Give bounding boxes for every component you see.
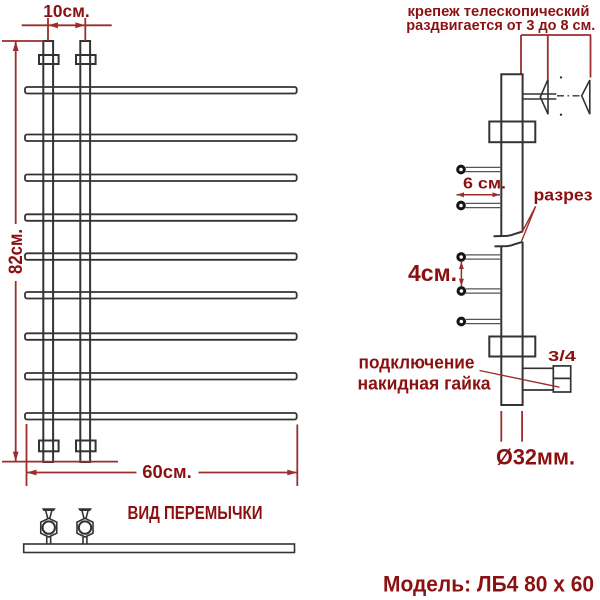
svg-text:подключение: подключение — [359, 353, 475, 373]
svg-text:крепеж телескопический: крепеж телескопический — [408, 4, 590, 20]
svg-text:10см.: 10см. — [43, 1, 90, 21]
svg-text:Модель: ЛБ4 80 х 60: Модель: ЛБ4 80 х 60 — [383, 572, 594, 597]
svg-text:4см.: 4см. — [408, 260, 457, 286]
svg-text:6 см.: 6 см. — [463, 176, 506, 193]
svg-text:60см.: 60см. — [142, 462, 192, 482]
svg-text:накидная гайка: накидная гайка — [358, 374, 492, 394]
svg-text:3/4: 3/4 — [548, 349, 576, 365]
svg-text:ВИД ПЕРЕМЫЧКИ: ВИД ПЕРЕМЫЧКИ — [128, 503, 263, 523]
svg-text:раздвигается от 3 до 8 см.: раздвигается от 3 до 8 см. — [406, 18, 595, 34]
svg-text:Ø32мм.: Ø32мм. — [496, 445, 575, 470]
svg-text:разрез: разрез — [534, 186, 593, 205]
svg-text:82см.: 82см. — [5, 229, 27, 274]
